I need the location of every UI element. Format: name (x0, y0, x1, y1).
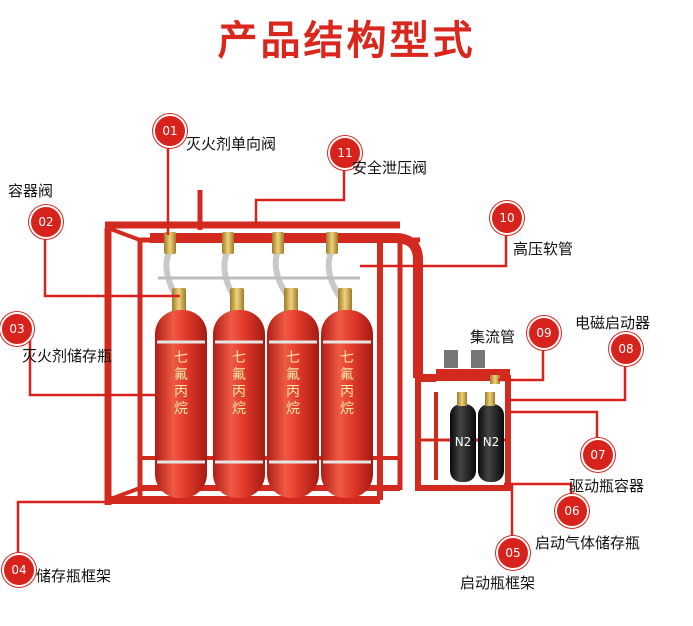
badge-06: 06 (555, 494, 589, 528)
badge-02: 02 (29, 205, 63, 239)
container-valves (172, 288, 352, 312)
n2-bottles (450, 392, 504, 482)
cylinder-4-label-char: 丙 (340, 384, 354, 400)
cylinder-4-label-char: 七 (340, 350, 354, 366)
solenoid-starters (436, 350, 510, 384)
leader-lines (16, 145, 627, 565)
cylinder-2-label-char: 丙 (232, 384, 246, 400)
badge-03: 03 (0, 312, 34, 346)
label-agent-cylinder: 灭火剂储存瓶 (22, 347, 113, 365)
label-relief-valve: 安全泄压阀 (352, 159, 428, 177)
n2-bottle-2-label: N2 (483, 435, 500, 449)
cylinder-1-label-char: 烷 (174, 401, 188, 417)
badge-01: 01 (153, 114, 187, 148)
label-manifold: 集流管 (470, 328, 516, 346)
label-start-frame: 启动瓶框架 (460, 574, 536, 592)
label-start-gas-bottle: 启动气体储存瓶 (535, 534, 641, 552)
label-container-valve: 容器阀 (8, 182, 54, 200)
badge-07: 07 (581, 438, 615, 472)
page-title: 产品结构型式 (217, 18, 476, 64)
label-hose: 高压软管 (513, 240, 574, 258)
badge-05: 05 (496, 536, 530, 570)
check-valves (164, 232, 338, 254)
cylinder-2-label-char: 烷 (232, 401, 246, 417)
agent-cylinders (155, 310, 373, 498)
label-check-valve: 灭火剂单向阀 (186, 135, 277, 153)
cylinder-4-label-char: 氟 (340, 367, 354, 383)
storage-frame (104, 190, 420, 505)
badge-08: 08 (609, 332, 643, 366)
label-drive-bottle: 驱动瓶容器 (569, 477, 645, 495)
badge-09: 09 (527, 316, 561, 350)
cylinder-1-label-char: 氟 (174, 367, 188, 383)
hoses (158, 248, 360, 302)
cylinder-3-label-char: 丙 (286, 384, 300, 400)
cylinder-4-label-char: 烷 (340, 401, 354, 417)
cylinder-3-label-char: 氟 (286, 367, 300, 383)
cylinder-3-label-char: 七 (286, 350, 300, 366)
badge-04: 04 (2, 553, 36, 587)
label-solenoid: 电磁启动器 (575, 314, 651, 332)
label-storage-frame: 储存瓶框架 (36, 567, 112, 585)
cylinder-3-label-char: 烷 (286, 401, 300, 417)
cylinder-1-label-char: 七 (174, 350, 188, 366)
cylinder-1-label-char: 丙 (174, 384, 188, 400)
cylinder-2-label-char: 七 (232, 350, 246, 366)
n2-bottle-1-label: N2 (455, 435, 472, 449)
badge-10: 10 (490, 201, 524, 235)
cylinder-2-label-char: 氟 (232, 367, 246, 383)
badge-11: 11 (328, 136, 362, 170)
